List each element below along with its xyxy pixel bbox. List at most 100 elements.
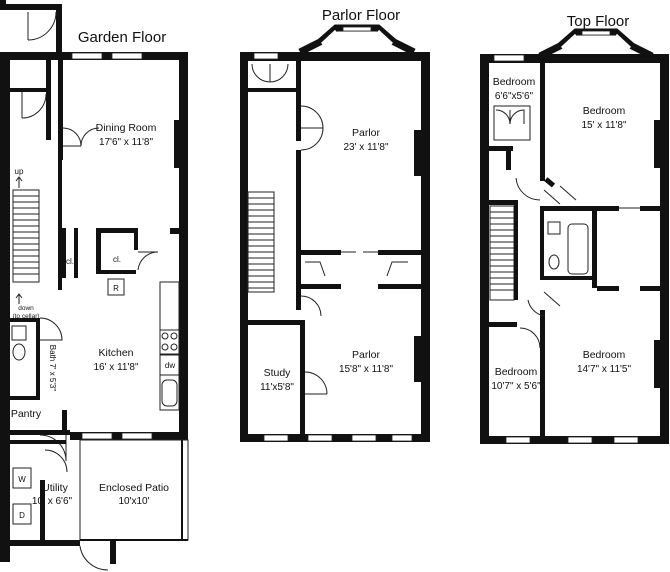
- window: [307, 434, 333, 442]
- wall: [74, 228, 78, 278]
- top-floor-title: Top Floor: [567, 13, 630, 30]
- bedroom-rear-right-name: Bedroom: [583, 349, 626, 361]
- wall: [0, 540, 80, 546]
- stairs-up: [12, 189, 40, 283]
- door-swing: [304, 371, 328, 395]
- parlor-front-dims: 23' x 11'8": [344, 142, 389, 153]
- utility-name: Utility: [42, 482, 68, 494]
- closet-door: [305, 261, 408, 277]
- wall: [300, 320, 305, 434]
- wall: [110, 540, 116, 564]
- study-name: Study: [264, 367, 292, 379]
- garden-floor: Garden Floor up down (to cellar): [0, 0, 189, 571]
- wall: [540, 63, 545, 181]
- bath-sink: [11, 325, 27, 341]
- wall: [58, 60, 63, 160]
- bay-window: [298, 24, 416, 56]
- top-wall-right: [660, 54, 669, 444]
- window: [560, 33, 632, 50]
- bay-window: [538, 28, 654, 60]
- wall: [378, 250, 422, 255]
- door-swing: [39, 317, 63, 341]
- fireplace: [654, 120, 662, 168]
- closet: [493, 105, 531, 141]
- stairs-down-note: (to cellar): [12, 313, 39, 320]
- wall: [10, 430, 70, 435]
- parlor-rear-dims: 15'8" x 11'8": [339, 364, 394, 375]
- parlor-wall-left: [240, 52, 248, 442]
- stairs-up-label: up: [15, 167, 24, 176]
- window: [71, 52, 103, 60]
- wall: [506, 146, 511, 170]
- door-swing: [527, 291, 561, 317]
- top-floor: Top Floor: [480, 13, 669, 444]
- window: [320, 29, 394, 46]
- fridge-label: R: [113, 284, 119, 293]
- stove: [159, 329, 180, 355]
- bedroom-rear-left-dims: 10'7" x 5'6": [491, 381, 541, 392]
- bath-sink: [547, 221, 561, 235]
- door-swing: [44, 449, 68, 473]
- closet-label: cl.: [66, 257, 74, 266]
- kitchen-dims: 16' x 11'8": [94, 362, 139, 373]
- entry-door-swing: [27, 11, 57, 41]
- wall: [296, 61, 301, 141]
- parlor-floor-title: Parlor Floor: [322, 7, 400, 24]
- wall: [10, 396, 40, 400]
- double-door-swing: [62, 127, 100, 147]
- wall: [301, 250, 341, 255]
- kitchen-name: Kitchen: [98, 347, 133, 359]
- garden-floor-title: Garden Floor: [78, 29, 166, 46]
- wall: [10, 318, 38, 322]
- fridge: [107, 278, 125, 296]
- bathtub: [567, 223, 589, 275]
- toilet: [12, 343, 26, 361]
- wall: [296, 150, 301, 310]
- bath-label: Bath 7' x 5'3": [48, 345, 57, 392]
- fireplace: [654, 340, 662, 388]
- parlor-wall-right: [421, 52, 430, 442]
- bedroom-rear-left-name: Bedroom: [495, 366, 538, 378]
- window: [121, 432, 153, 440]
- garden-wall-right: [179, 52, 188, 440]
- double-door-swing: [251, 63, 289, 83]
- window: [493, 54, 525, 62]
- dishwasher: [159, 354, 180, 376]
- fireplace: [414, 130, 424, 176]
- bedroom-small-name: Bedroom: [493, 76, 536, 88]
- door-swing: [300, 295, 322, 317]
- dryer-label: D: [19, 511, 25, 520]
- door-swing: [137, 251, 159, 271]
- wall: [58, 160, 62, 290]
- wall: [40, 480, 45, 540]
- kitchen-counter: [159, 281, 180, 411]
- burner: [170, 332, 178, 340]
- patio-dims: 10'x10': [118, 496, 149, 507]
- closet-label: cl.: [113, 255, 121, 264]
- window: [342, 26, 372, 32]
- wall: [62, 228, 66, 278]
- toilet: [548, 254, 560, 270]
- wall: [10, 440, 66, 444]
- window: [567, 436, 593, 444]
- wall: [0, 4, 62, 10]
- bedroom-front-name: Bedroom: [583, 105, 626, 117]
- wall: [489, 146, 513, 151]
- patio-name: Enclosed Patio: [99, 482, 169, 494]
- wall: [301, 284, 341, 289]
- window: [263, 434, 289, 442]
- arrow-down-icon: [15, 293, 23, 304]
- washer: [12, 467, 32, 489]
- parlor-rear-name: Parlor: [352, 349, 381, 361]
- wall: [592, 206, 597, 288]
- window: [351, 434, 377, 442]
- parlor-wall-top: [240, 52, 430, 61]
- bedroom-front-dims: 15' x 11'8": [582, 120, 627, 131]
- burner: [170, 343, 178, 351]
- wall: [134, 228, 138, 250]
- wall: [36, 318, 40, 398]
- wall: [56, 4, 62, 52]
- wall: [170, 228, 182, 234]
- stairs: [489, 200, 518, 301]
- door-swing: [21, 92, 47, 119]
